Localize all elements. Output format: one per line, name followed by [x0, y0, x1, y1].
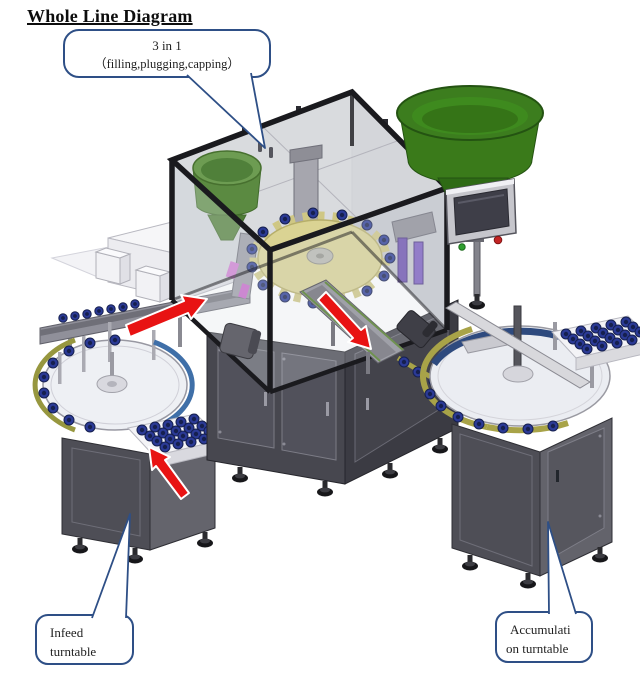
- flow-arrow-infeed: [125, 294, 208, 338]
- flow-arrow-outfeed: [317, 291, 372, 350]
- callout-machine-line1: 3 in 1: [152, 38, 182, 53]
- callout-accumulation-line1: Accumulati: [510, 622, 571, 637]
- callout-infeed-tail: [91, 513, 131, 619]
- callout-machine-line2: （filling,plugging,capping）: [94, 57, 240, 71]
- infeed-bottle-tray: [127, 413, 223, 469]
- callout-accumulation-tail: [547, 521, 577, 615]
- callout-machine-tail: [186, 72, 266, 149]
- bowl-feeder-left: [192, 150, 262, 241]
- guide-rail-cross: [445, 301, 591, 389]
- star-wheel: [246, 207, 396, 309]
- page-title: Whole Line Diagram: [27, 6, 193, 26]
- guide-rail-olive: [32, 337, 76, 433]
- callout-infeed-line2: turntable: [50, 644, 96, 659]
- accumulation-bottle-tray: [551, 315, 640, 371]
- flow-arrows: [125, 291, 372, 500]
- panel-door-handle: [269, 147, 273, 158]
- hmi-panel: [445, 178, 517, 310]
- callout-machine: 3 in 1 （filling,plugging,capping）: [63, 29, 271, 149]
- infeed-conveyor-motor: [219, 322, 262, 360]
- outfeed-conveyor-motor: [396, 310, 438, 349]
- accumulation-turntable: [420, 301, 613, 589]
- callout-accumulation-line2: on turntable: [506, 641, 569, 656]
- callout-accumulation: Accumulati on turntable: [495, 521, 593, 663]
- stop-button: [493, 235, 503, 245]
- callout-infeed: Infeed turntable: [35, 513, 134, 665]
- start-button: [458, 243, 466, 251]
- callout-infeed-line1: Infeed: [50, 625, 84, 640]
- flow-arrow-tray: [148, 446, 190, 500]
